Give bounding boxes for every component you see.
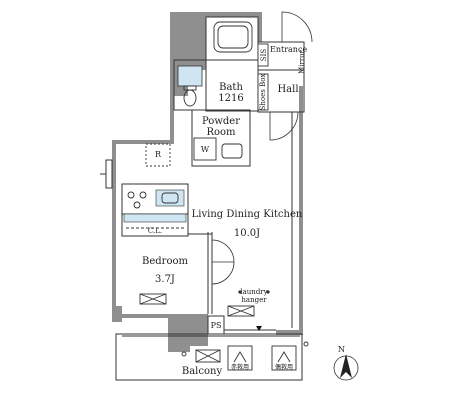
washer-box (193, 137, 217, 161)
toilet-bowl-icon (183, 89, 197, 107)
fixtures (126, 21, 309, 371)
wall-column-bottom (168, 314, 208, 352)
laundry-hook-right (266, 290, 270, 294)
hall-door-swing (269, 111, 299, 141)
wall-bottom-right (276, 330, 303, 335)
laundry-hook-left (238, 290, 242, 294)
wall-column-top-left (170, 12, 206, 70)
shoes-box (257, 73, 269, 111)
escape-hatch-2 (271, 345, 297, 371)
label-entrance: Entrance (270, 45, 307, 54)
aircon-unit-bedroom-x2 (139, 293, 167, 305)
label-north: N (338, 345, 345, 354)
labels: SIS Entrance Mirror Shoes Box Hall Bath … (142, 45, 307, 377)
wall-right-outer (299, 86, 303, 334)
aircon-unit-bedroom (139, 293, 167, 305)
ps-box (207, 315, 225, 335)
outdoor-unit-1-x2 (195, 349, 221, 363)
kitchen-sink-tile (155, 189, 185, 207)
bathtub (213, 21, 253, 53)
kitchen-counter-tile (123, 213, 187, 223)
wall-left-outer (112, 140, 116, 316)
label-shoes-box: Shoes Box (259, 74, 267, 111)
label-ps: PS (211, 321, 222, 330)
burner-icon-2 (139, 191, 147, 199)
label-ldk-size: 10.0J (234, 228, 260, 239)
label-balcony: Balcony (182, 366, 223, 377)
toilet-tank-icon (183, 85, 197, 91)
bathtub-tile (177, 65, 203, 87)
label-ldk: Living Dining Kitchen (192, 209, 303, 220)
sink-icon (161, 192, 179, 204)
label-escape-hatch-1: 赤救用 (231, 363, 249, 371)
wall-top-bath (206, 12, 258, 17)
burner-icon (127, 191, 135, 199)
powder-room-outline (191, 109, 251, 167)
escape-hatch-1-mark (233, 351, 247, 363)
label-closet: C.L. (148, 227, 162, 235)
toilet-room (173, 59, 207, 111)
label-sis: SIS (260, 49, 268, 62)
sis-box (257, 43, 269, 67)
label-fridge: R (155, 150, 162, 159)
label-powder-room-1: Powder (202, 116, 240, 127)
left-window (105, 159, 113, 189)
label-washer: W (201, 145, 210, 154)
doors (211, 11, 313, 331)
wall-bottom-left (112, 314, 168, 318)
burner-icon-3 (133, 201, 141, 209)
label-bath: Bath (219, 82, 243, 93)
label-bath-size: 1216 (218, 93, 243, 104)
outdoor-unit-1 (195, 349, 221, 363)
aircon-unit-ldk-x2 (227, 305, 255, 317)
label-mirror: Mirror (298, 50, 306, 74)
arrow-down-icon (256, 326, 262, 331)
label-hanger: hanger (241, 296, 267, 304)
label-powder-room-2: Room (206, 127, 236, 138)
wall-right-top (258, 12, 262, 42)
north-arrow: N (333, 345, 359, 381)
label-escape-hatch-2: 偶救用 (275, 363, 293, 371)
label-hall: Hall (277, 84, 298, 95)
balcony-drain-icon (181, 351, 187, 357)
escape-hatch-1 (227, 345, 253, 371)
escape-hatch-2-mark (277, 351, 291, 363)
washbasin-icon (221, 143, 243, 159)
entrance-door-swing (281, 11, 313, 43)
label-bedroom-size: 3.7J (155, 274, 175, 285)
label-bedroom: Bedroom (142, 256, 188, 267)
balcony-drain-icon-2 (303, 341, 309, 347)
label-laundry: laundry (240, 288, 267, 296)
north-arrow-icon (340, 354, 352, 378)
aircon-unit-ldk (227, 305, 255, 317)
bathtub-inner (217, 25, 249, 49)
fridge-space (145, 143, 171, 167)
wall-left-upper (112, 140, 174, 144)
